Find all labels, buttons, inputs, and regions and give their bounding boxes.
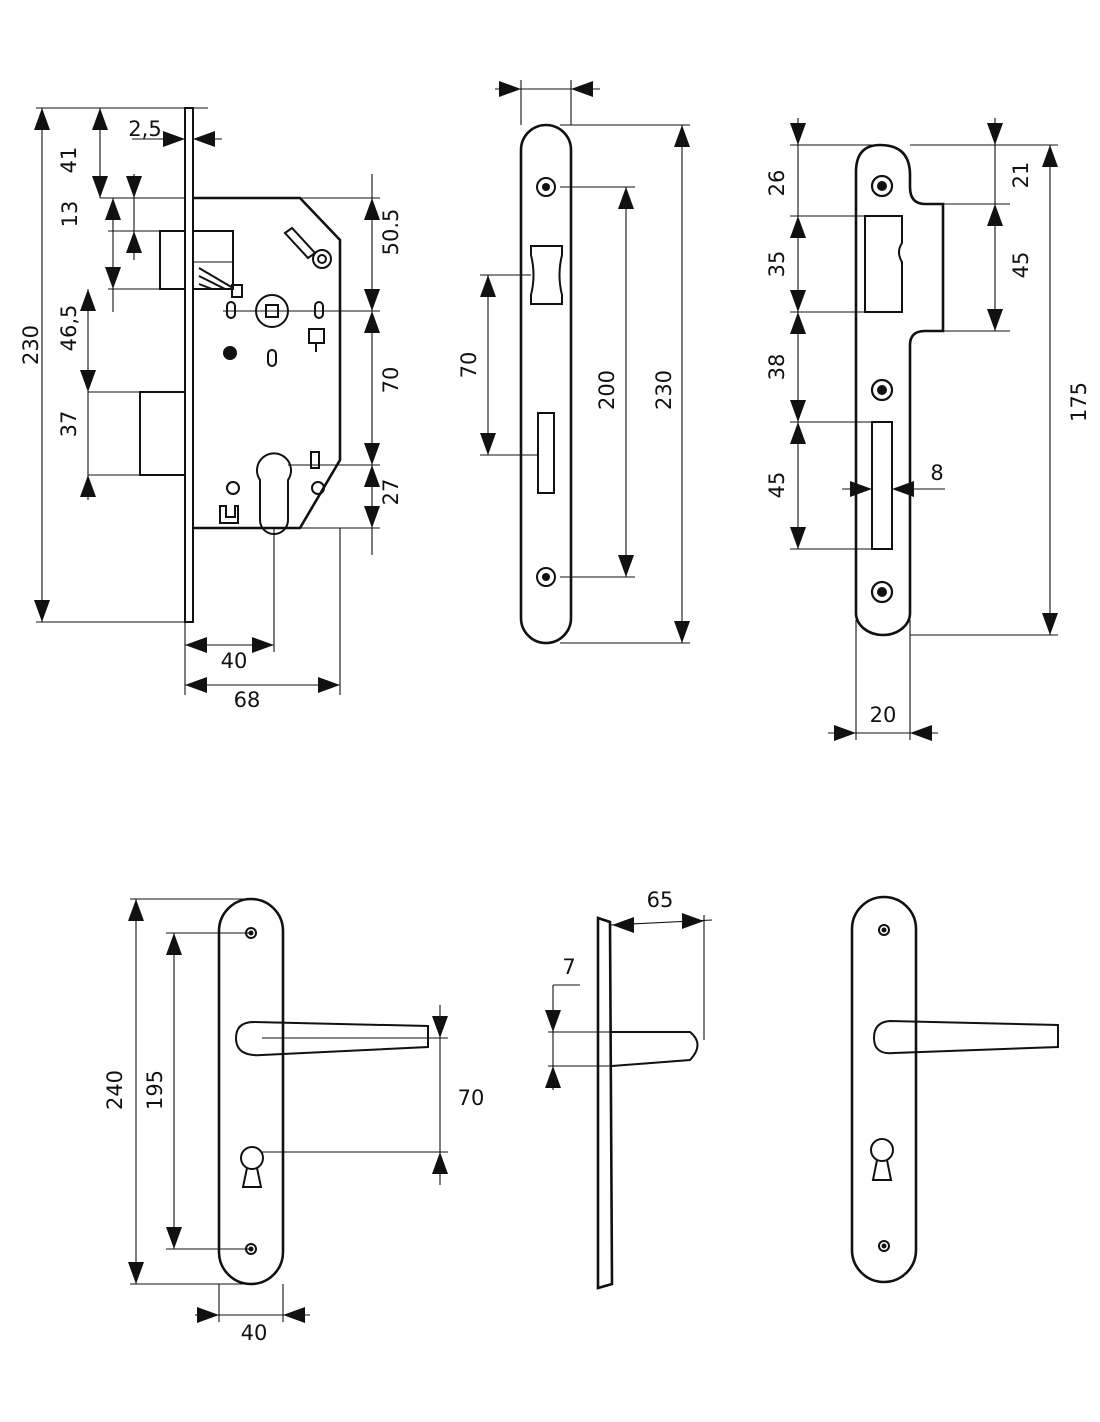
strike-plate-view: 26 35 38 45 8 21 45 175 20 — [765, 118, 1091, 741]
faceplate-outline — [519, 123, 573, 645]
handle-side-lever — [611, 1031, 699, 1067]
dim-strike-overall-height: 175 — [1067, 382, 1091, 422]
dim-cylinder-to-bottom: 27 — [379, 479, 403, 506]
lock-case-outline — [193, 196, 342, 530]
dim-bolt-height: 37 — [57, 411, 81, 438]
dim-faceplate-screw-spacing: 200 — [595, 370, 619, 410]
dim-faceplate-overall-height: 230 — [652, 370, 676, 410]
handle-side-plate — [596, 916, 614, 1290]
dim-latch-to-bolt: 46,5 — [57, 305, 81, 352]
dim-faceplate-thickness: 2,5 — [128, 117, 161, 141]
handle-back-lever — [872, 1019, 1059, 1055]
dim-handle-grip-thickness: 7 — [562, 955, 575, 979]
handle-keyhole — [240, 1146, 264, 1170]
faceplate-bolt-opening — [537, 412, 555, 494]
dim-strike-lip-height: 45 — [1009, 252, 1033, 279]
handle-lever — [234, 1020, 429, 1057]
handle-front-view: 240 195 70 40 — [103, 897, 485, 1345]
dead-bolt — [139, 391, 186, 476]
strike-latch-opening — [864, 215, 903, 313]
dim-case-depth: 68 — [234, 688, 261, 712]
faceplate-latch-opening — [530, 245, 563, 305]
faceplate-front-view: 70 200 230 — [457, 80, 690, 645]
dim-lock-top-to-latch: 41 — [57, 147, 81, 174]
dim-handle-to-cylinder: 70 — [458, 1086, 485, 1110]
dim-case-top-to-follower: 50.5 — [379, 209, 403, 256]
lock-faceplate — [184, 107, 194, 623]
cylinder-hole — [256, 452, 292, 535]
dim-handle-screw-spacing: 195 — [143, 1070, 167, 1110]
handle-back-keyhole — [870, 1138, 894, 1162]
latch-body — [193, 230, 234, 290]
dim-strike-bolt-width: 8 — [930, 461, 943, 485]
handle-back-plate — [850, 895, 918, 1284]
strike-plate-outline — [854, 143, 945, 637]
dim-latch-offset: 13 — [58, 201, 82, 228]
latch-bolt — [159, 230, 186, 290]
dim-latch-bolt-spacing: 70 — [457, 352, 481, 379]
dim-handle-plate-width: 40 — [241, 1321, 268, 1345]
mortise-lock-side-view: 230 41 2,5 13 46,5 37 50.5 70 27 40 — [19, 107, 403, 712]
dim-strike-width: 20 — [870, 703, 897, 727]
dim-backset: 40 — [221, 649, 248, 673]
faceplate-bottom-screw — [536, 567, 556, 587]
handle-side-view: 65 7 — [545, 888, 713, 1290]
dim-follower-to-cylinder: 70 — [379, 367, 403, 394]
faceplate-top-screw — [536, 177, 556, 197]
dim-handle-projection: 65 — [647, 888, 674, 912]
handle-back-view — [850, 895, 1059, 1284]
dim-strike-latch-opening: 35 — [765, 251, 789, 278]
dim-strike-bolt-opening: 45 — [765, 472, 789, 499]
strike-bolt-opening — [871, 421, 893, 550]
handle-backplate — [217, 897, 285, 1286]
dim-strike-between-openings: 38 — [765, 354, 789, 381]
dim-strike-top-offset-right: 21 — [1009, 162, 1033, 189]
dim-handle-plate-height: 240 — [103, 1070, 127, 1110]
dim-strike-top-offset: 26 — [765, 170, 789, 197]
dim-lock-overall-height: 230 — [19, 325, 43, 365]
